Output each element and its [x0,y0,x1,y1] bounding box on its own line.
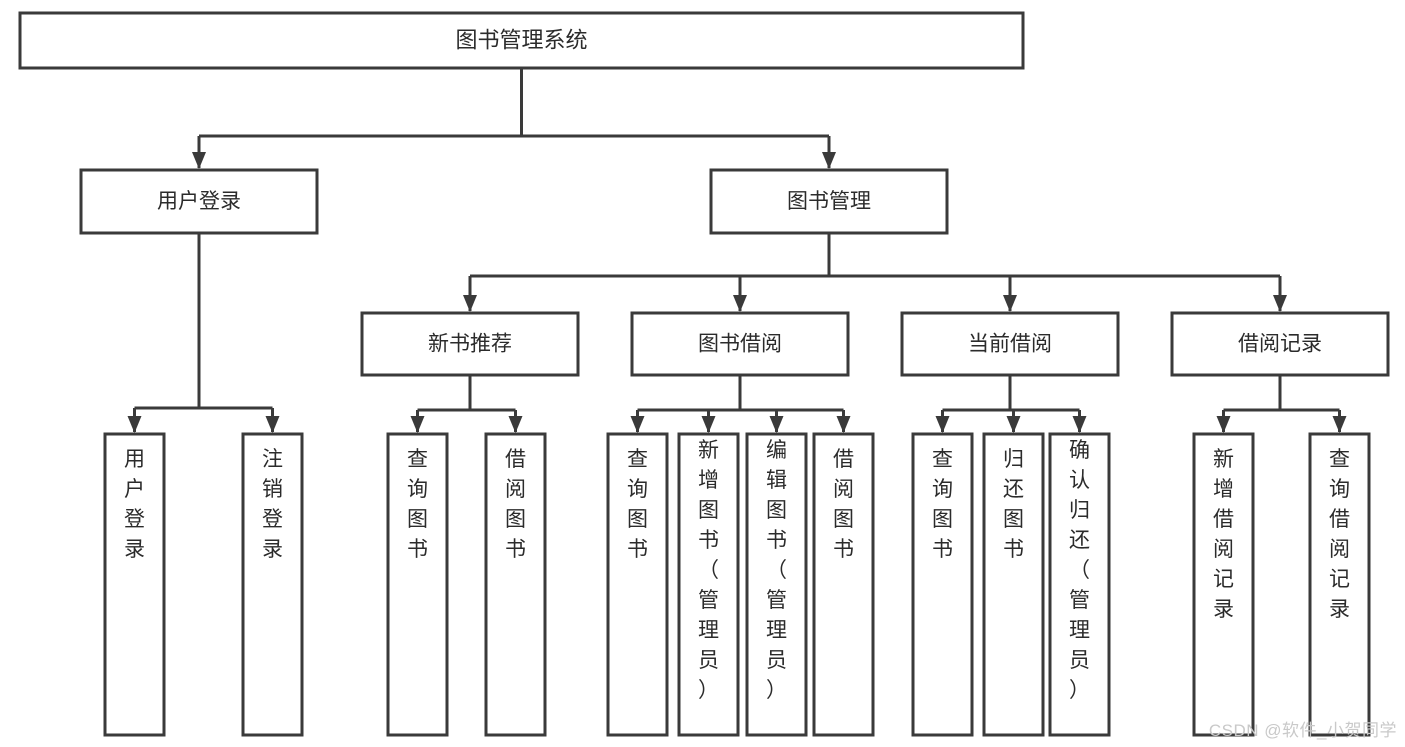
leaf-node[interactable]: 确认归还（管理员） [1048,432,1111,737]
level2-node-book-manage-label: 图书管理 [787,190,871,213]
level3-node-book-borrow-box[interactable] [630,311,850,377]
leaf-node-box[interactable] [241,432,304,737]
leaf-node-label: 新增借阅记录 [1213,448,1234,621]
leaf-node-box[interactable] [103,432,166,737]
level3-node-borrow-record[interactable]: 借阅记录 [1170,311,1390,377]
leaf-node[interactable]: 借阅图书 [484,432,547,737]
level3-node-new-book-rec-label: 新书推荐 [428,333,512,356]
leaf-node-box[interactable] [745,432,808,737]
leaf-node-box[interactable] [677,432,740,737]
arrow-head-icon [410,416,425,433]
leaf-node[interactable]: 借阅图书 [812,432,875,737]
level2-node-book-manage[interactable]: 图书管理 [709,168,949,235]
leaf-node-label: 注销登录 [262,448,283,561]
leaf-node-label: 借阅图书 [833,448,854,561]
node-layer: 图书管理系统用户登录图书管理新书推荐图书借阅当前借阅借阅记录用户登录注销登录查询… [18,11,1390,737]
arrow-head-icon [1006,416,1021,433]
arrow-head-icon [265,416,280,433]
arrow-head-icon [733,295,747,312]
leaf-node[interactable]: 注销登录 [241,432,304,737]
leaf-node-label: 查询图书 [627,448,648,561]
root-node[interactable]: 图书管理系统 [18,11,1025,70]
arrow-head-icon [701,416,716,433]
leaf-node-box[interactable] [911,432,974,737]
leaf-node-box[interactable] [1048,432,1111,737]
leaf-node-box[interactable] [1308,432,1371,737]
arrow-head-icon [1003,295,1017,312]
leaf-node-label: 查询借阅记录 [1329,448,1350,621]
leaf-node-label: 编辑图书（管理员） [766,439,787,702]
leaf-node-label: 查询图书 [407,448,428,561]
leaf-node[interactable]: 查询图书 [386,432,449,737]
leaf-node[interactable]: 查询借阅记录 [1308,432,1371,737]
level3-node-borrow-record-label: 借阅记录 [1238,333,1322,356]
level3-node-borrow-record-box[interactable] [1170,311,1390,377]
arrow-head-icon [192,152,206,169]
leaf-node-box[interactable] [812,432,875,737]
arrow-head-icon [463,295,477,312]
arrow-head-icon [1216,416,1231,433]
leaf-node-box[interactable] [982,432,1045,737]
level3-node-current-borrow[interactable]: 当前借阅 [900,311,1120,377]
leaf-node[interactable]: 查询图书 [606,432,669,737]
leaf-node-box[interactable] [386,432,449,737]
level3-node-new-book-rec[interactable]: 新书推荐 [360,311,580,377]
leaf-node[interactable]: 归还图书 [982,432,1045,737]
watermark-label: CSDN @软件_小贺同学 [1208,721,1397,740]
leaf-node[interactable]: 编辑图书（管理员） [745,432,808,737]
level2-node-user-login[interactable]: 用户登录 [79,168,319,235]
leaf-node-label: 归还图书 [1003,448,1024,561]
leaf-node-label: 新增图书（管理员） [698,439,719,702]
arrow-head-icon [630,416,645,433]
connector-layer [127,68,1347,433]
level2-node-user-login-label: 用户登录 [157,190,241,213]
root-node-box[interactable] [18,11,1025,70]
root-node-label: 图书管理系统 [455,27,587,52]
level2-node-user-login-box[interactable] [79,168,319,235]
leaf-node-label: 查询图书 [932,448,953,561]
level2-node-book-manage-box[interactable] [709,168,949,235]
leaf-node-label: 用户登录 [124,448,145,561]
arrow-head-icon [769,416,784,433]
leaf-node[interactable]: 查询图书 [911,432,974,737]
level3-node-new-book-rec-box[interactable] [360,311,580,377]
arrow-head-icon [836,416,851,433]
leaf-node-label: 确认归还（管理员） [1069,439,1090,702]
leaf-node[interactable]: 用户登录 [103,432,166,737]
level3-node-current-borrow-box[interactable] [900,311,1120,377]
leaf-node[interactable]: 新增图书（管理员） [677,432,740,737]
leaf-node[interactable]: 新增借阅记录 [1192,432,1255,737]
level3-node-current-borrow-label: 当前借阅 [968,333,1052,356]
arrow-head-icon [935,416,950,433]
arrow-head-icon [508,416,523,433]
arrow-head-icon [1332,416,1347,433]
arrow-head-icon [1273,295,1287,312]
leaf-node-box[interactable] [484,432,547,737]
leaf-node-box[interactable] [606,432,669,737]
level3-node-book-borrow[interactable]: 图书借阅 [630,311,850,377]
leaf-node-box[interactable] [1192,432,1255,737]
arrow-head-icon [127,416,142,433]
leaf-node-label: 借阅图书 [505,448,526,561]
arrow-head-icon [1072,416,1087,433]
level3-node-book-borrow-label: 图书借阅 [698,333,782,356]
arrow-head-icon [822,152,836,169]
